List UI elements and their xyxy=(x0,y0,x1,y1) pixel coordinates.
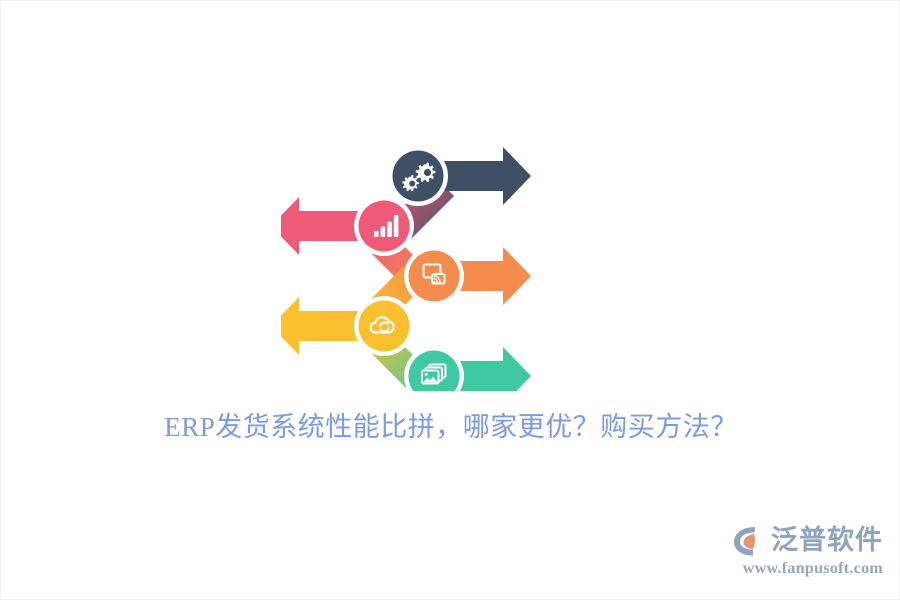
fanpu-logo-icon xyxy=(733,525,767,557)
arrow-left-pink xyxy=(281,197,361,255)
arrow-right-orange xyxy=(457,247,531,305)
screen-cast-icon xyxy=(422,263,446,285)
brand-row: 泛普软件 xyxy=(733,523,883,559)
step-cloud-sync[interactable] xyxy=(281,296,414,356)
step-bar-chart[interactable] xyxy=(281,196,414,256)
arrow-right-dark xyxy=(441,147,531,205)
brand-url: www.fanpusoft.com xyxy=(742,560,883,577)
cloud-sync-icon xyxy=(369,316,395,334)
process-infographic xyxy=(281,131,541,391)
bar-chart-icon xyxy=(374,215,399,237)
page-title: ERP发货系统性能比拼，哪家更优？购买方法？ xyxy=(164,412,738,442)
step-screen-cast[interactable] xyxy=(404,246,531,306)
step-cloud-sync-circle xyxy=(358,300,410,352)
arrow-right-green xyxy=(457,347,531,391)
brand-watermark: 泛普软件 www.fanpusoft.com xyxy=(733,523,883,585)
arrow-left-yellow xyxy=(281,297,361,355)
step-bar-chart-circle xyxy=(358,200,410,252)
step-gallery[interactable] xyxy=(404,346,531,391)
gears-icon xyxy=(402,162,436,192)
gallery-icon xyxy=(421,363,447,385)
brand-name: 泛普软件 xyxy=(771,525,883,556)
step-gears[interactable] xyxy=(388,146,531,206)
